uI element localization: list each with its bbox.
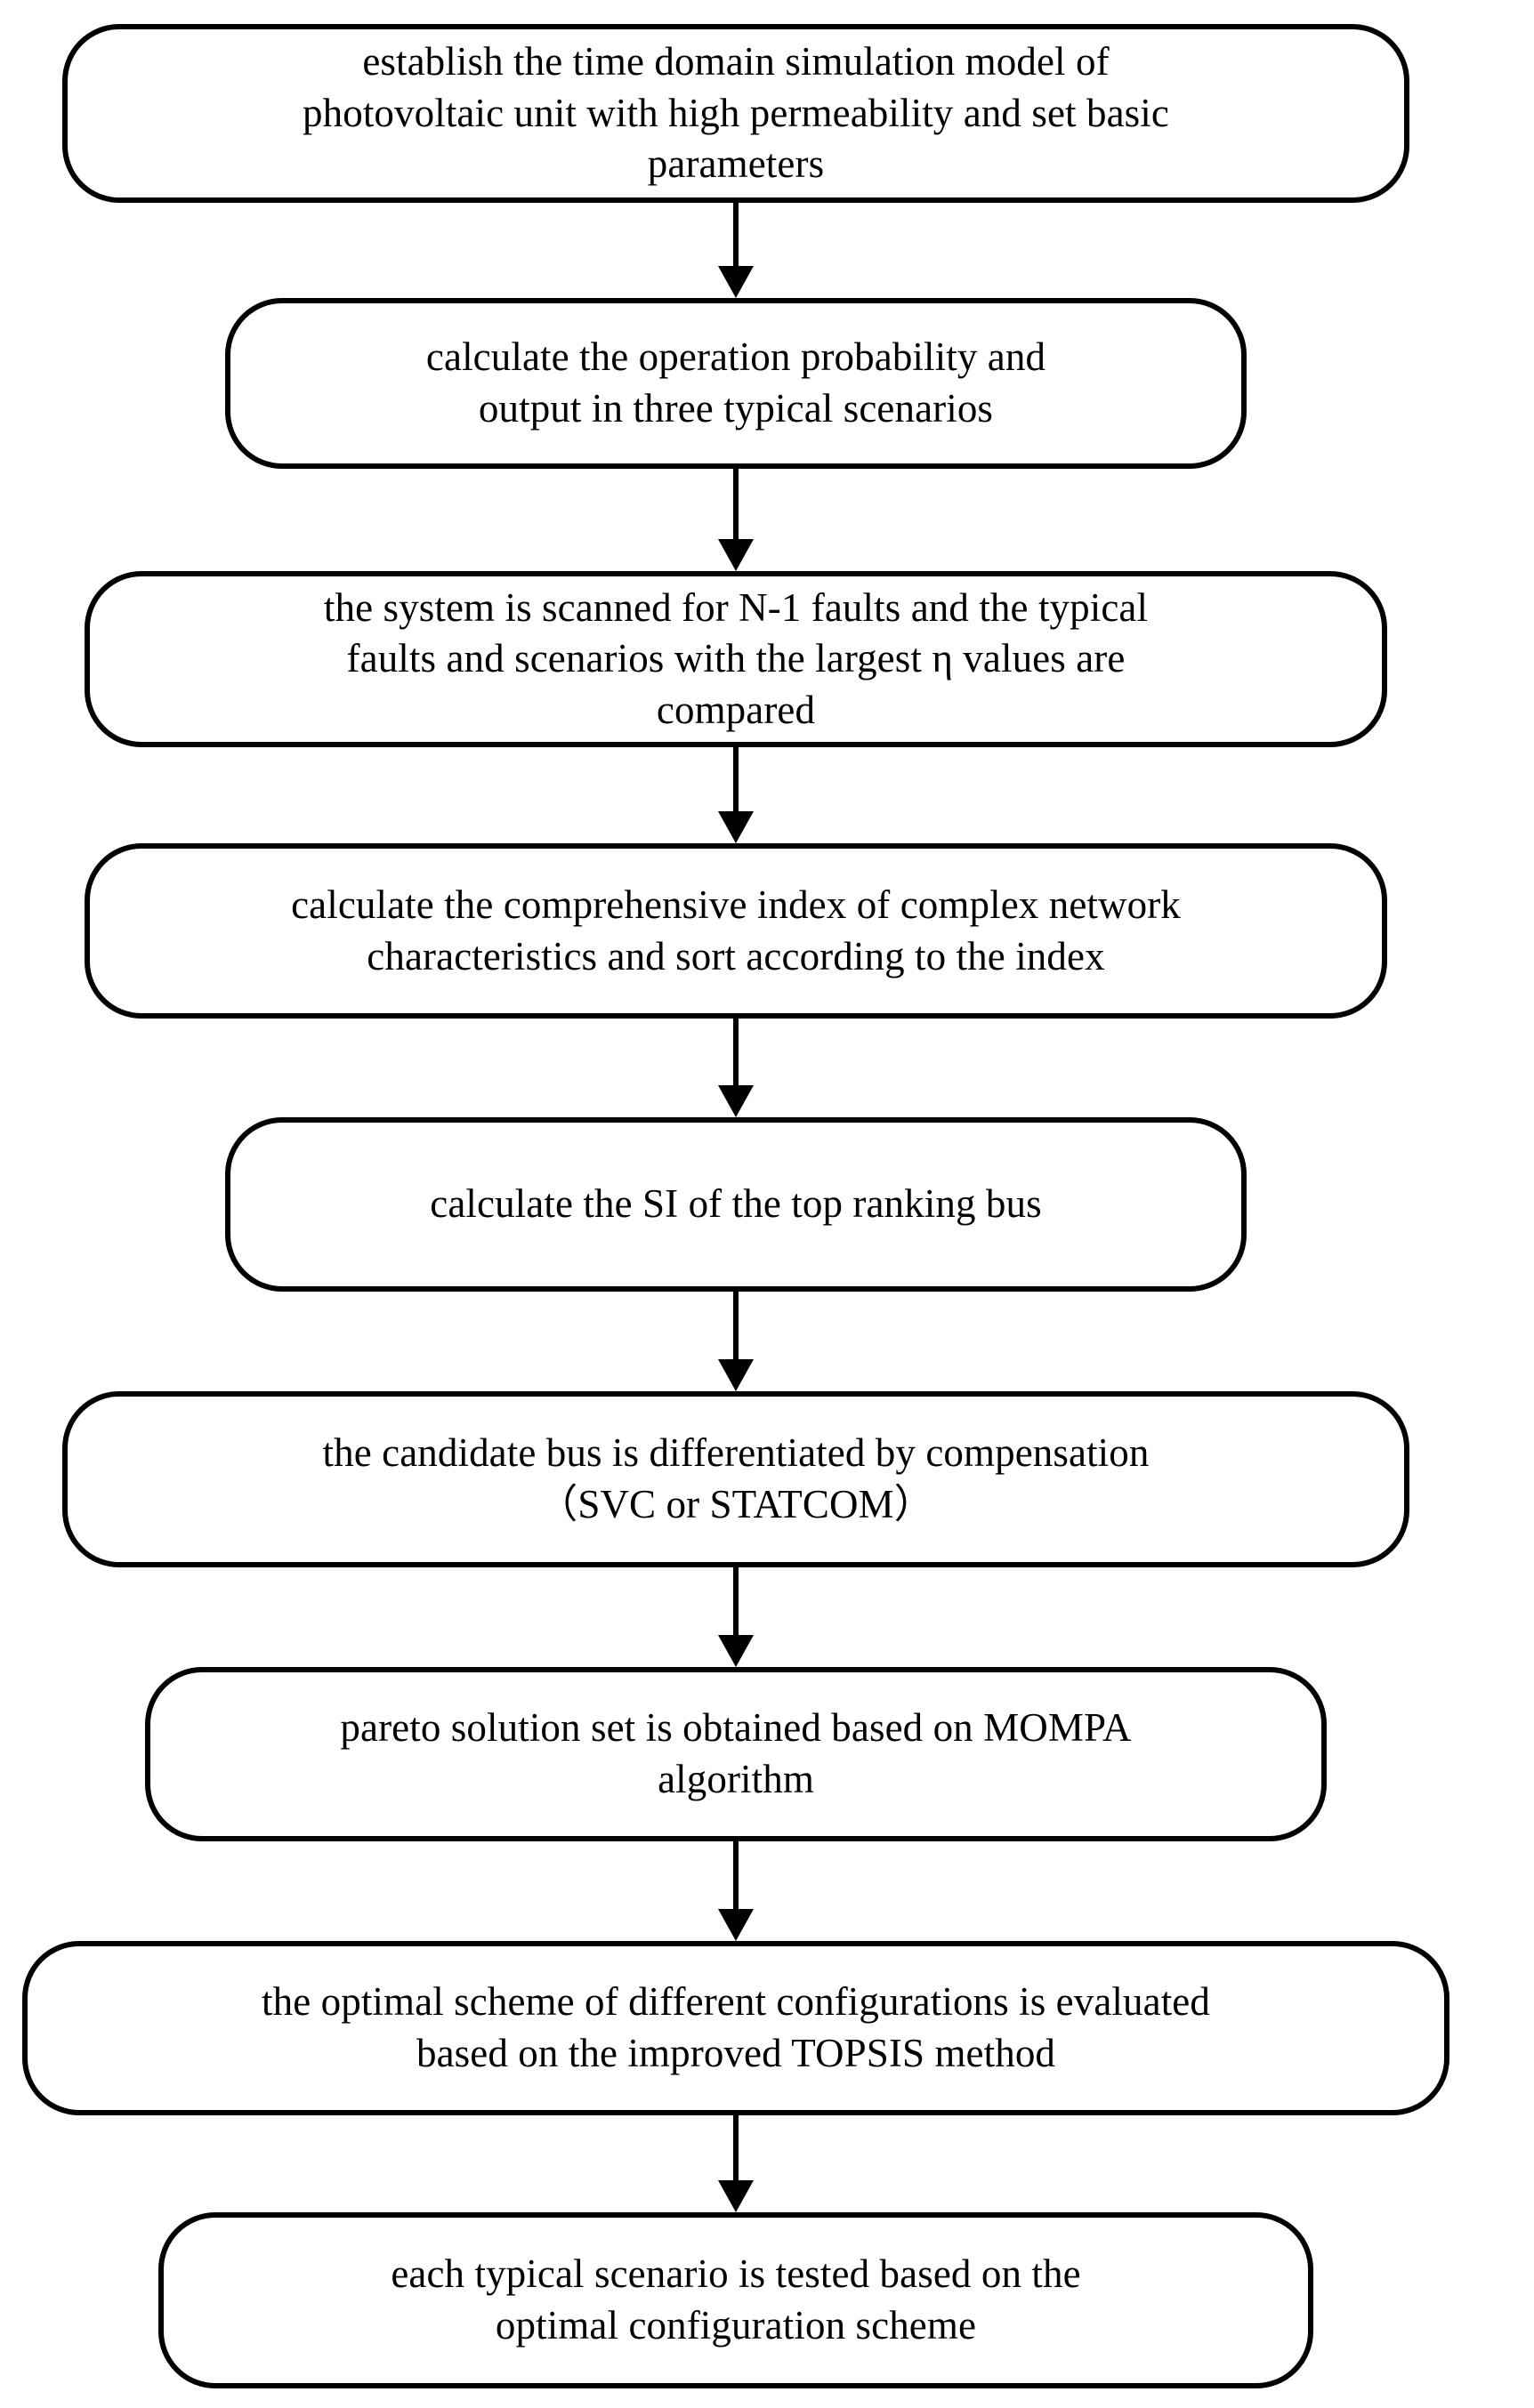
connector-line xyxy=(733,469,739,541)
flow-node-label: establish the time domain simulation mod… xyxy=(303,39,1169,187)
connector-line xyxy=(733,1567,739,1637)
arrowhead-icon xyxy=(718,2180,754,2212)
flow-node-label: calculate the operation probability and … xyxy=(425,334,1046,431)
flow-node-pareto-solution-set-mompa[interactable]: pareto solution set is obtained based on… xyxy=(145,1667,1327,1841)
connector-line xyxy=(733,1019,739,1087)
flow-node-establish-simulation-model[interactable]: establish the time domain simulation mod… xyxy=(62,24,1409,203)
flow-node-label: calculate the comprehensive index of com… xyxy=(291,882,1181,979)
arrowhead-icon xyxy=(718,1635,754,1667)
arrowhead-icon xyxy=(718,1085,754,1117)
arrowhead-icon xyxy=(718,1909,754,1941)
flow-node-test-typical-scenarios[interactable]: each typical scenario is tested based on… xyxy=(158,2212,1313,2388)
flow-node-label: each typical scenario is tested based on… xyxy=(391,2251,1081,2348)
arrowhead-icon xyxy=(718,539,754,571)
flow-node-label: the system is scanned for N-1 faults and… xyxy=(323,584,1149,732)
connector-line xyxy=(733,1292,739,1361)
arrowhead-icon xyxy=(718,266,754,298)
flow-node-label: the candidate bus is differentiated by c… xyxy=(322,1430,1150,1526)
flow-node-evaluate-optimal-scheme-topsis[interactable]: the optimal scheme of different configur… xyxy=(22,1941,1449,2115)
flow-node-calculate-operation-probability[interactable]: calculate the operation probability and … xyxy=(225,298,1247,469)
flow-node-label: the optimal scheme of different configur… xyxy=(262,1979,1210,2075)
flow-node-calculate-si-top-bus[interactable]: calculate the SI of the top ranking bus xyxy=(225,1117,1247,1292)
flow-node-differentiate-candidate-bus[interactable]: the candidate bus is differentiated by c… xyxy=(62,1391,1409,1567)
flow-node-calculate-comprehensive-index[interactable]: calculate the comprehensive index of com… xyxy=(85,843,1387,1019)
arrowhead-icon xyxy=(718,811,754,843)
flow-node-label: pareto solution set is obtained based on… xyxy=(340,1705,1132,1801)
flow-node-label: calculate the SI of the top ranking bus xyxy=(430,1181,1042,1227)
connector-line xyxy=(733,203,739,268)
flow-node-scan-n-1-faults[interactable]: the system is scanned for N-1 faults and… xyxy=(85,571,1387,747)
connector-line xyxy=(733,1841,739,1911)
arrowhead-icon xyxy=(718,1359,754,1391)
connector-line xyxy=(733,747,739,813)
connector-line xyxy=(733,2115,739,2182)
